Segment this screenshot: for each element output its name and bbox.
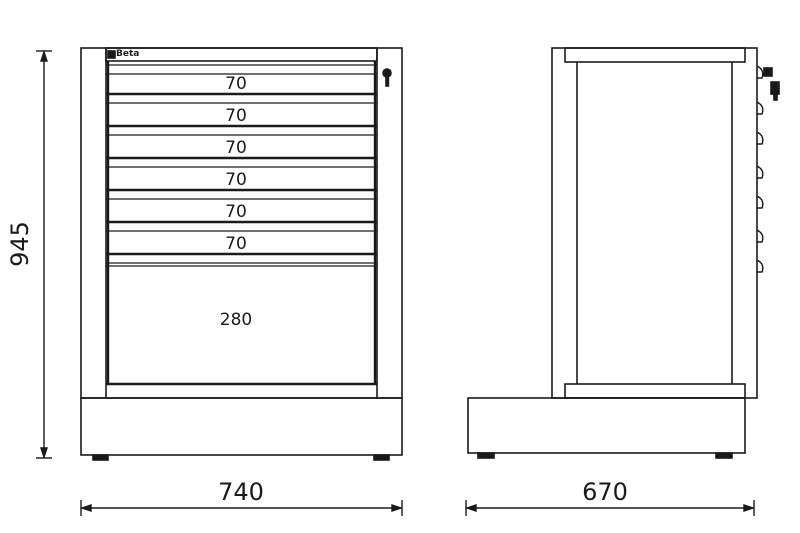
- width-dimension: 740: [218, 478, 264, 506]
- beta-logo-icon: [107, 50, 116, 59]
- drawer-6-label: 70: [225, 234, 247, 254]
- drawer-4-label: 70: [225, 170, 247, 190]
- side-key-icon: [763, 67, 780, 101]
- lock-icon: [382, 68, 392, 87]
- drawer-1-label: 70: [225, 74, 247, 94]
- drawer-5-label: 70: [225, 202, 247, 222]
- brand-label: Beta: [116, 49, 140, 59]
- height-dimension: 945: [6, 221, 34, 267]
- side-view: [467, 47, 780, 459]
- dimension-lines: [36, 49, 756, 516]
- drawer-7-label: 280: [219, 310, 253, 330]
- drawer-3-label: 70: [225, 138, 247, 158]
- front-view: [80, 47, 403, 461]
- drawer-2-label: 70: [225, 106, 247, 126]
- depth-dimension: 670: [582, 478, 628, 506]
